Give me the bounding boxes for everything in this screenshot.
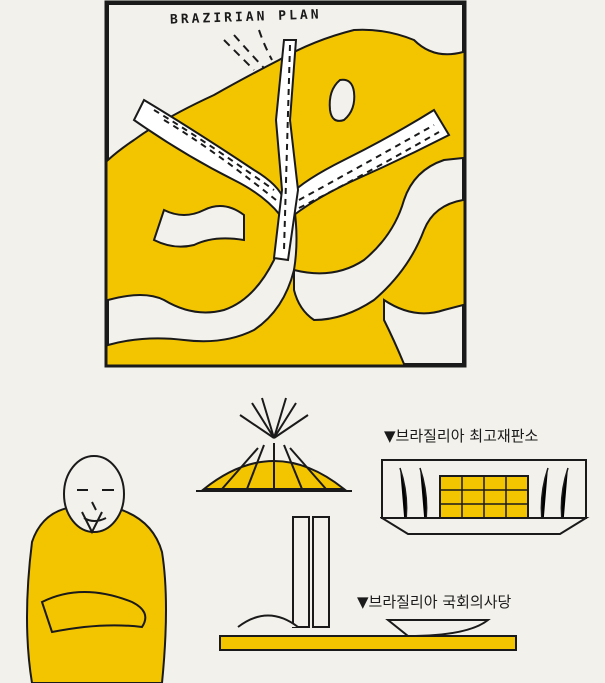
cathedral: [192, 393, 356, 496]
supreme-court: [380, 458, 590, 538]
brasilia-plan-map: [104, 0, 467, 368]
architect-portrait: [22, 452, 170, 683]
caption-national-congress: ▼브라질리아 국회의사당: [357, 593, 512, 611]
national-congress: [218, 512, 518, 662]
caption-supreme-court: ▼브라질리아 최고재판소: [384, 427, 539, 445]
